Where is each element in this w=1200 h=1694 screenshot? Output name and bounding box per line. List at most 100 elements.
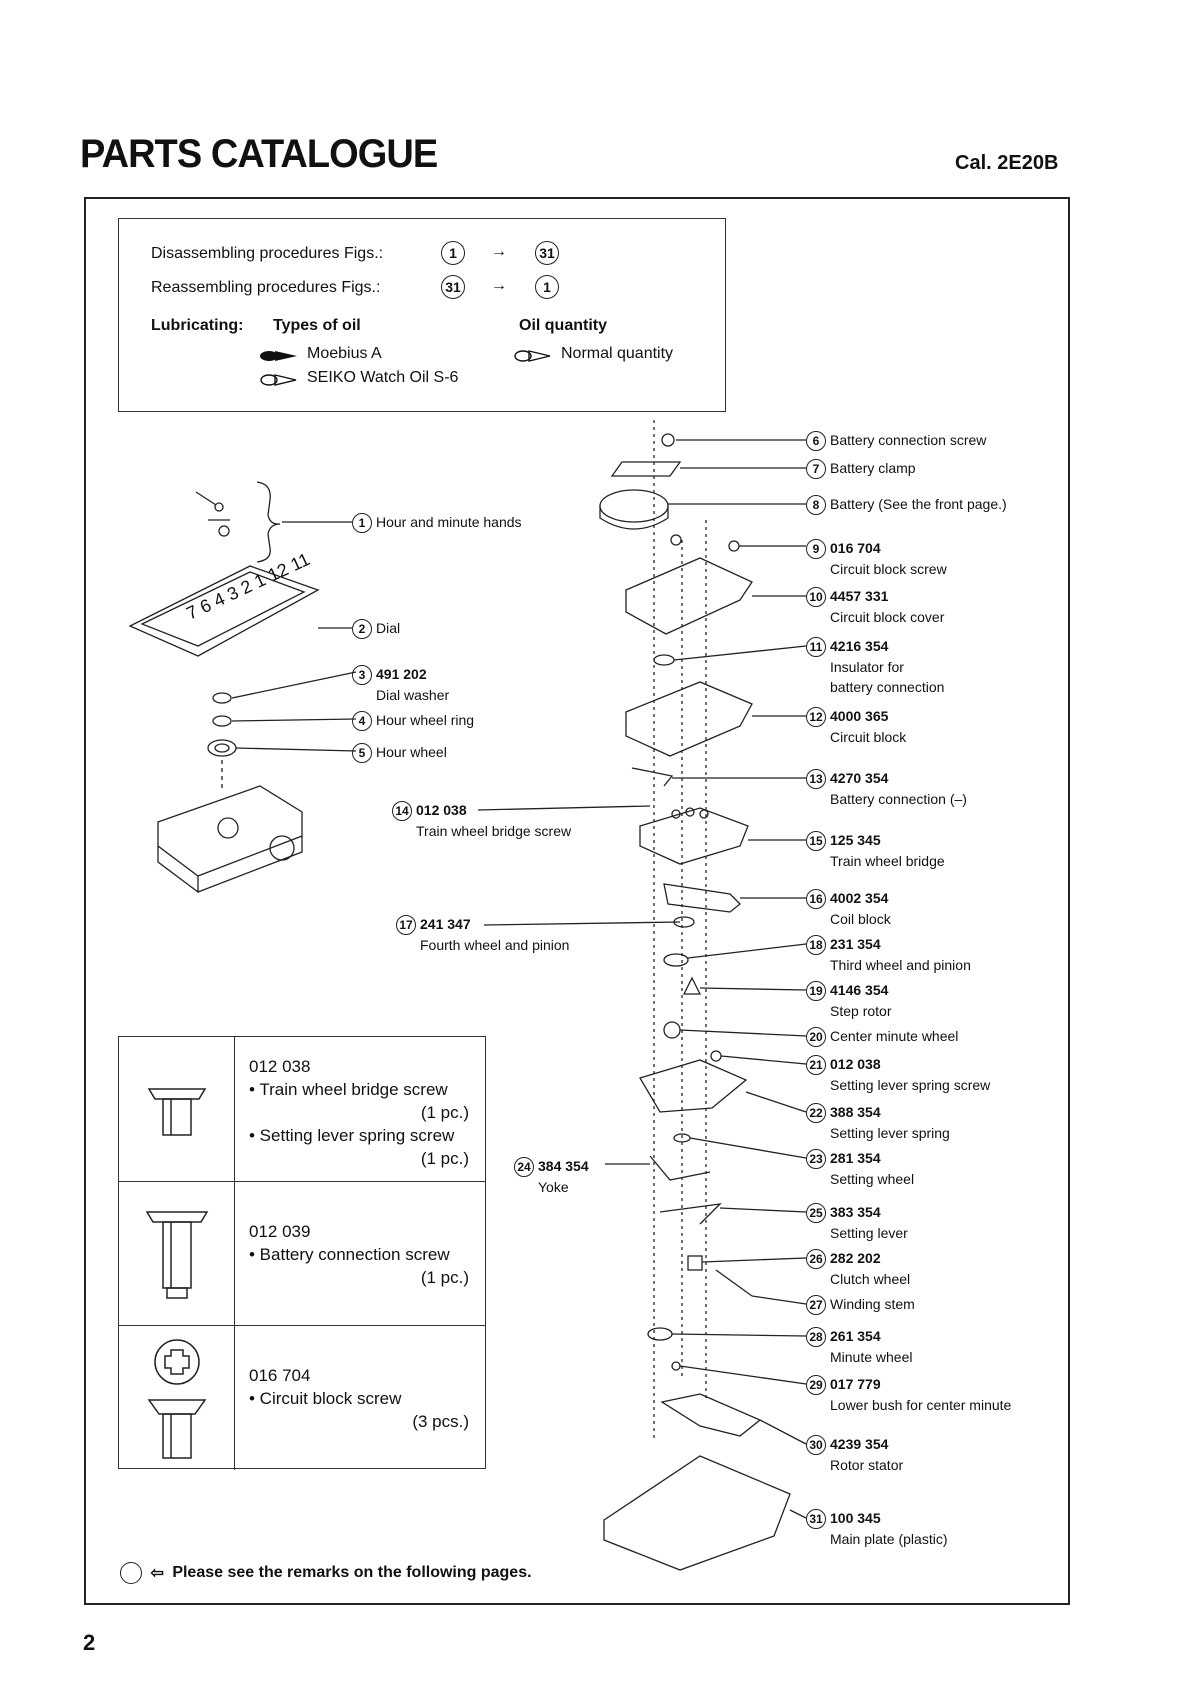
screw-item-qty: (1 pc.): [420, 1268, 469, 1287]
arrow-icon: →: [491, 277, 507, 294]
screw-row: 012 039 • Battery connection screw (1 pc…: [119, 1182, 485, 1326]
circle-icon: [120, 1562, 142, 1584]
clutch-wheel-icon: [687, 1255, 703, 1271]
battery-icon: [599, 489, 669, 523]
screw-code: 012 038: [249, 1057, 311, 1076]
remark-note: ⇦ Please see the remarks on the followin…: [120, 1562, 532, 1584]
minute-wheel-icon: [647, 1327, 673, 1341]
circuit-block-icon: [625, 681, 753, 757]
main-plate-icon: [603, 1455, 791, 1571]
lubricating-label: Lubricating:: [151, 317, 244, 334]
step-rotor-icon: [682, 976, 702, 995]
winding-stem-icon: [715, 1269, 753, 1297]
battery-connection-screw-icon: [661, 433, 675, 447]
oil-quantity-label: Oil quantity: [519, 317, 607, 334]
oil-1-label: Moebius A: [307, 345, 382, 362]
oil-drop-outline-icon: [514, 350, 551, 362]
setting-lever-spring-screw-icon: [710, 1050, 722, 1062]
hour-wheel-ring-icon: [212, 715, 232, 727]
svg-text:7 6 4 3 2 1 12 11: 7 6 4 3 2 1 12 11: [183, 549, 313, 624]
dial-icon: [128, 565, 320, 657]
train-wheel-bridge-icon: [639, 807, 749, 865]
setting-lever-spring-icon: [639, 1059, 748, 1113]
screw-icon: [145, 1211, 209, 1299]
brace-icon: [256, 481, 281, 563]
dial-washer-icon: [212, 692, 232, 704]
hour-hand-icon: [195, 491, 217, 506]
screw-code: 016 704: [249, 1366, 311, 1385]
oil-drop-outline-icon: [260, 374, 297, 386]
circuit-block-cover-icon: [625, 557, 753, 635]
screw-item-qty: (1 pc.): [420, 1103, 469, 1122]
arrow-left-icon: ⇦: [150, 1565, 164, 1582]
screw-item-name: • Train wheel bridge screw: [249, 1080, 448, 1099]
legend-box: Disassembling procedures Figs.: 1 → 31 R…: [118, 218, 726, 412]
caliber-label: Cal. 2E20B: [955, 152, 1059, 174]
screw-item-qty: (3 pcs.): [412, 1412, 469, 1431]
screw-item-name: • Circuit block screw: [249, 1389, 402, 1408]
screw-item-qty: (1 pc.): [420, 1149, 469, 1168]
page-title: PARTS CATALOGUE: [80, 132, 438, 176]
oil-drop-filled-icon: [260, 351, 297, 361]
phillips-screw-icon: [147, 1339, 207, 1459]
arrow-icon: →: [491, 243, 507, 260]
screw-icon: [147, 1088, 207, 1136]
circuit-block-screw-icon: [670, 534, 682, 546]
screw-table: 012 038 • Train wheel bridge screw (1 pc…: [118, 1036, 486, 1470]
insulator-icon: [653, 654, 675, 666]
movement-assembly-icon: [157, 785, 303, 877]
screw-item-name: • Setting lever spring screw: [249, 1126, 455, 1145]
disassembling-from: 1: [441, 241, 465, 265]
screw-image-cell: [119, 1326, 235, 1470]
disassembling-label: Disassembling procedures Figs.:: [151, 245, 384, 262]
coil-block-icon: [663, 883, 741, 913]
setting-lever-icon: [659, 1203, 722, 1225]
screw-row: 012 038 • Train wheel bridge screw (1 pc…: [119, 1037, 485, 1182]
rotor-stator-icon: [660, 1393, 762, 1437]
center-minute-wheel-icon: [663, 1021, 681, 1039]
third-wheel-icon: [663, 953, 689, 967]
screw-image-cell: [119, 1182, 235, 1325]
quantity-1-label: Normal quantity: [561, 345, 674, 362]
oil-2-label: SEIKO Watch Oil S-6: [307, 369, 459, 386]
hour-wheel-icon: [207, 739, 237, 757]
battery-clamp-icon: [610, 461, 682, 477]
reassembling-from: 31: [441, 275, 465, 299]
reassembling-label: Reassembling procedures Figs.:: [151, 279, 381, 296]
battery-connection-icon: [631, 767, 674, 787]
types-of-oil-label: Types of oil: [273, 317, 361, 334]
screw-item-name: • Battery connection screw: [249, 1245, 450, 1264]
